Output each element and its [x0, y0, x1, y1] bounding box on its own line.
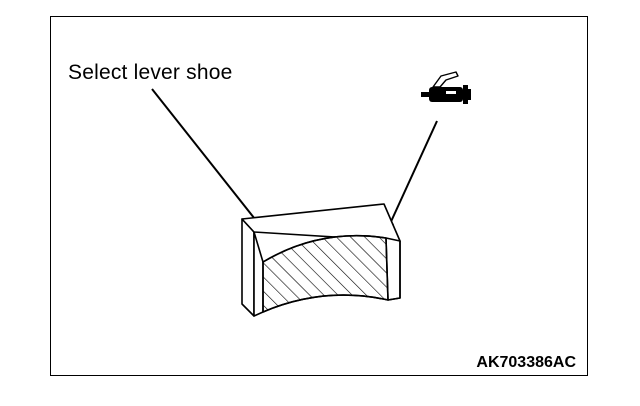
grease-gun-icon: [421, 71, 471, 104]
callout-label: Select lever shoe: [68, 61, 233, 84]
grease-arrow: [384, 120, 438, 234]
label-leader-line: [151, 88, 263, 229]
select-lever-shoe: [241, 203, 401, 317]
figure-frame: [50, 16, 588, 376]
figure-code: AK703386AC: [476, 354, 576, 371]
